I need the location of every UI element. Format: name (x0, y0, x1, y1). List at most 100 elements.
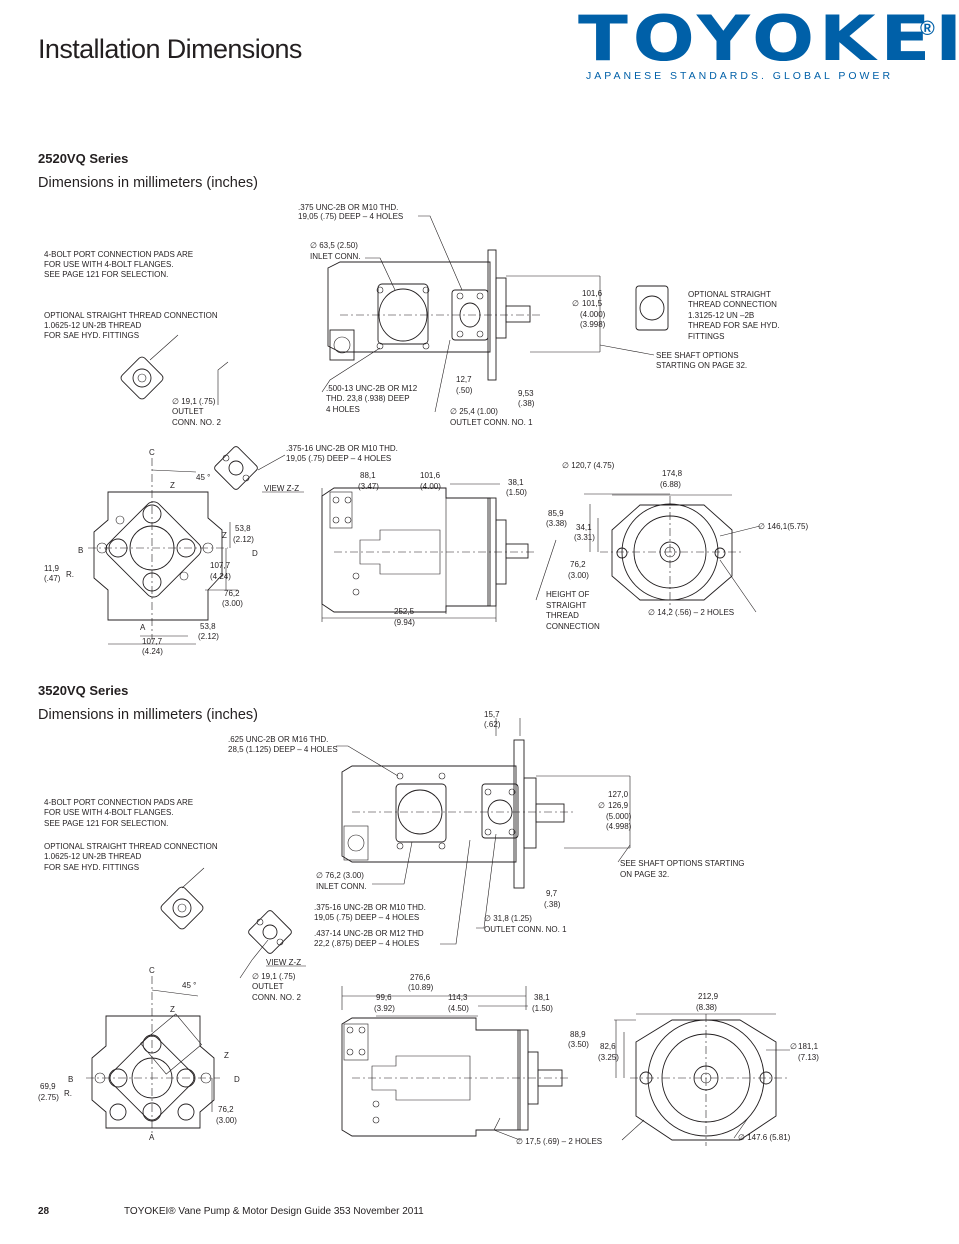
note: ∅ 76,2 (3.00) (316, 871, 364, 880)
note: 88,1 (360, 471, 376, 480)
note: ∅ 63,5 (2.50) (310, 241, 358, 250)
brand-logo: TOYOKEI ® JAPANESE STANDARDS. GLOBAL POW… (578, 8, 959, 83)
note: (10.89) (408, 983, 434, 992)
note: FOR SAE HYD. FITTINGS (44, 331, 139, 340)
note: 1.0625-12 UN-2B THREAD (44, 321, 141, 330)
note: 19,05 (.75) DEEP – 4 HOLES (314, 913, 419, 922)
note: 38,1 (508, 478, 524, 487)
note: CONN. NO. 2 (252, 993, 301, 1002)
note: OPTIONAL STRAIGHT THREAD CONNECTION (44, 311, 218, 320)
note: A (149, 1133, 155, 1142)
note: 101,5 (582, 299, 603, 308)
registered-mark: ® (920, 18, 935, 40)
note: (.62) (484, 720, 501, 729)
annotations-3520: 15,7 (.62) .625 UNC-2B OR M16 THD. 28,5 … (38, 710, 819, 1146)
note: (3.47) (358, 482, 379, 491)
note: 38,1 (534, 993, 550, 1002)
note: STARTING ON PAGE 32. (656, 361, 747, 370)
note: 45 ° (182, 981, 196, 990)
note: CONNECTION (546, 622, 600, 631)
note: 53,8 (235, 524, 251, 533)
note: 4-BOLT PORT CONNECTION PADS ARE (44, 798, 193, 807)
note: D (252, 549, 258, 558)
note: (4.50) (448, 1004, 469, 1013)
note: 9,53 (518, 389, 534, 398)
note: .437-14 UNC-2B OR M12 THD (314, 929, 424, 938)
note: (2.12) (233, 535, 254, 544)
note: 28,5 (1.125) DEEP – 4 HOLES (228, 745, 338, 754)
note: (3.38) (546, 519, 567, 528)
note: ∅ 120,7 (4.75) (562, 461, 615, 470)
note: (1.50) (506, 488, 527, 497)
note: 88,9 (570, 1030, 586, 1039)
note: (4.24) (210, 572, 231, 581)
note: 126,9 (608, 801, 629, 810)
annotations-2520: .375 UNC-2B OR M10 THD. 19,05 (.75) DEEP… (44, 203, 808, 656)
note: 174,8 (662, 469, 683, 478)
note: 276,6 (410, 973, 431, 982)
note: (7.13) (798, 1053, 819, 1062)
note: A (140, 623, 146, 632)
note: 181,1 (798, 1042, 819, 1051)
view-label: VIEW Z-Z (264, 484, 299, 493)
note: (.50) (456, 386, 473, 395)
note: CONN. NO. 2 (172, 418, 221, 427)
note: ∅ 19,1 (.75) (172, 397, 216, 406)
note: 101,6 (420, 471, 441, 480)
note: (2.75) (38, 1093, 59, 1102)
note: 1.3125-12 UN –2B (688, 311, 754, 320)
note: OUTLET CONN. NO. 1 (450, 418, 533, 427)
note: (.38) (544, 900, 561, 909)
note: B (68, 1075, 73, 1084)
note: (6.88) (660, 480, 681, 489)
note: 76,2 (570, 560, 586, 569)
note: 34,1 (576, 523, 592, 532)
note: R. (66, 570, 74, 579)
note: STRAIGHT (546, 601, 587, 610)
note: C (149, 966, 155, 975)
leaders-2520-top (149, 215, 655, 413)
note: THREAD FOR SAE HYD. (688, 321, 780, 330)
leaders-3520-top (181, 745, 631, 979)
view-zz-3520 (248, 910, 306, 967)
note: (4.00) (420, 482, 441, 491)
note: 1.0625-12 UN-2B THREAD (44, 852, 141, 861)
view-zz-2520 (214, 446, 304, 493)
note: (.47) (44, 574, 61, 583)
note: FITTINGS (688, 332, 724, 341)
note: ∅ (790, 1042, 797, 1051)
thread-port-square-2520-right (635, 285, 669, 331)
drawing-2520-front-view (88, 458, 238, 645)
note: C (149, 448, 155, 457)
note: 107,7 (142, 637, 163, 646)
note: (5.000) (606, 812, 632, 821)
note: OPTIONAL STRAIGHT (688, 290, 771, 299)
series-heading-2520vq: 2520VQ Series (38, 151, 129, 166)
note: 15,7 (484, 710, 500, 719)
note: ∅ 17,5 (.69) – 2 HOLES (516, 1137, 602, 1146)
note: THREAD (546, 611, 579, 620)
thread-port-diamond-3520-left (160, 886, 204, 930)
note: 11,9 (44, 564, 60, 573)
note: 76,2 (224, 589, 240, 598)
note: ∅ 146,1(5.75) (758, 522, 808, 531)
note: 127,0 (608, 790, 629, 799)
note: FOR USE WITH 4-BOLT FLANGES. (44, 260, 174, 269)
drawing-3520-front-view (86, 976, 220, 1134)
note: OUTLET CONN. NO. 1 (484, 925, 567, 934)
note: B (78, 546, 83, 555)
note: 69,9 (40, 1082, 56, 1091)
note: (4.000) (580, 310, 606, 319)
dimensions-caption-2520vq: Dimensions in millimeters (inches) (38, 175, 258, 191)
note: 4-BOLT PORT CONNECTION PADS ARE (44, 250, 193, 259)
drawing-2520-side-view (327, 249, 601, 381)
note: HEIGHT OF (546, 590, 590, 599)
note: INLET CONN. (310, 252, 361, 261)
note: FOR SAE HYD. FITTINGS (44, 863, 139, 872)
note: 19,05 (.75) DEEP – 4 HOLES (298, 212, 403, 221)
note: (3.00) (216, 1116, 237, 1125)
drawing-3520-section-view (341, 986, 568, 1141)
note: OPTIONAL STRAIGHT THREAD CONNECTION (44, 842, 218, 851)
note: (4.998) (606, 822, 632, 831)
note: 212,9 (698, 992, 719, 1001)
